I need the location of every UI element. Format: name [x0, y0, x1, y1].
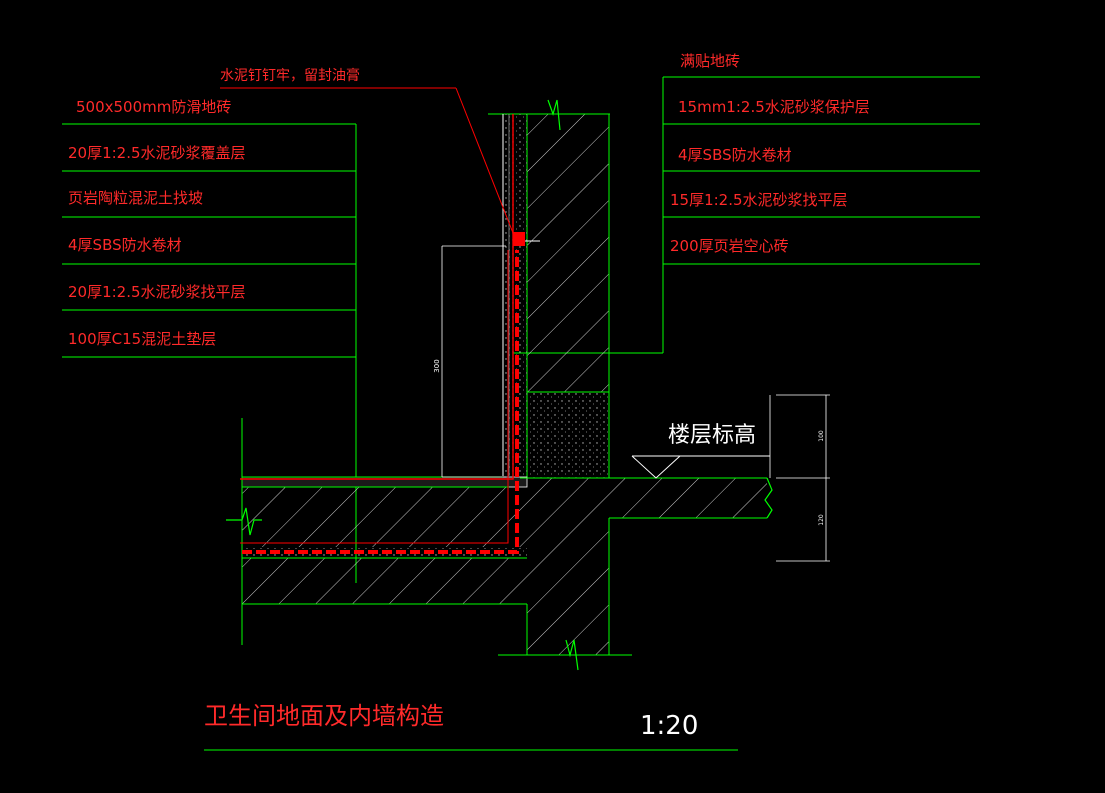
left-layer-label-4: 4厚SBS防水卷材: [68, 236, 182, 254]
right-layer-label-4: 15厚1:2.5水泥砂浆找平层: [670, 191, 848, 209]
left-layer-label-3: 页岩陶粒混泥土找坡: [68, 189, 203, 207]
right-layer-label-1: 满贴地砖: [680, 52, 740, 70]
floor-level-label: 楼层标高: [668, 423, 756, 448]
floor-slab: [226, 418, 528, 645]
wall-upper: [488, 99, 610, 478]
left-layer-label-1: 500x500mm防滑地砖: [76, 98, 231, 116]
dim-upturn-text: 300: [433, 359, 441, 372]
beam-and-lower-wall: [498, 477, 773, 671]
left-layer-label-2: 20厚1:2.5水泥砂浆覆盖层: [68, 144, 246, 162]
right-layer-label-5: 200厚页岩空心砖: [670, 237, 789, 255]
nail-seal-icon: [513, 232, 525, 246]
left-layer-label-6: 100厚C15混泥土垫层: [68, 330, 216, 348]
right-layer-label-2: 15mm1:2.5水泥砂浆保护层: [678, 98, 870, 116]
left-layer-label-5: 20厚1:2.5水泥砂浆找平层: [68, 283, 246, 301]
dim-slab-top-text: 100: [818, 430, 825, 442]
dimension-upturn: [441, 245, 506, 478]
callout-leader: [220, 87, 516, 239]
right-layer-label-3: 4厚SBS防水卷材: [678, 146, 792, 164]
callout-text: 水泥钉钉牢，留封油膏: [220, 67, 360, 84]
slab-break-right-icon: [764, 477, 773, 519]
drawing-scale: 1:20: [640, 711, 698, 741]
dimension-slab: [769, 394, 830, 562]
waterproof-membrane: [240, 114, 540, 554]
wall-break-bottom-icon: [565, 639, 579, 671]
dim-slab-bottom-text: 120: [818, 514, 825, 526]
wall-break-top-icon: [547, 99, 561, 131]
floor-level-symbol: [631, 455, 770, 479]
drawing-title: 卫生间地面及内墙构造: [204, 702, 444, 730]
left-leader-lines: [62, 123, 357, 583]
slab-break-left-icon: [226, 507, 262, 536]
